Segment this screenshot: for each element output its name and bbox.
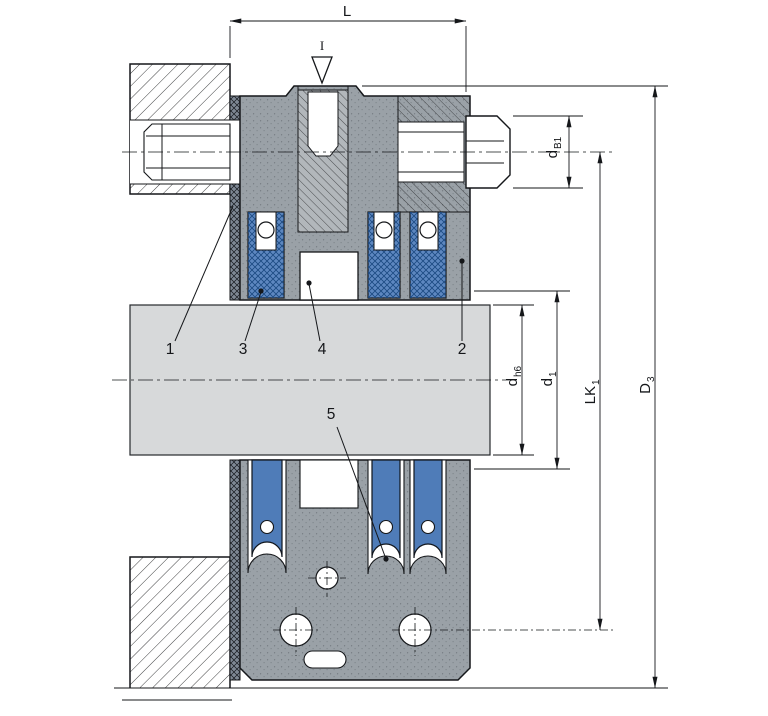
callout-4-leader: [308, 283, 321, 342]
clamp-ring-hatch-bottom: [398, 182, 470, 212]
bottom-slot: [303, 650, 347, 669]
drive-pin-b: [371, 459, 401, 559]
lower-center-notch: [299, 459, 359, 509]
callout-1-label: 1: [166, 341, 175, 358]
svg-text:LK: LK: [582, 386, 599, 404]
callout-3-label: 3: [239, 341, 248, 358]
pressure-indicator: I: [311, 38, 333, 85]
gasket-top-hatch: [229, 95, 241, 121]
wall-hatch-lower: [130, 557, 230, 688]
dim-L-label: L: [343, 3, 351, 20]
gasket-upper-hatch: [229, 183, 241, 301]
callout-3-dot: [258, 288, 264, 294]
pin-hole-b: [378, 519, 394, 535]
callout-2-label: 2: [458, 341, 467, 358]
callout-5-label: 5: [327, 406, 336, 423]
spring-ball-a: [257, 221, 275, 239]
hex-socket: [307, 91, 339, 157]
svg-text:B1: B1: [553, 136, 564, 149]
drive-pin-c: [413, 459, 443, 559]
wall-hatch-upper2: [130, 184, 230, 194]
gasket-lower-hatch: [229, 459, 241, 681]
dim-LK1-label: LK 1: [582, 379, 602, 404]
svg-text:3: 3: [646, 376, 657, 382]
spring-ball-b: [375, 221, 393, 239]
wall-hatch-upper: [130, 64, 230, 120]
dim-dB1-label: d B1: [544, 136, 564, 158]
svg-text:d: d: [539, 378, 556, 386]
pin-hole-a: [259, 519, 275, 535]
svg-text:1: 1: [548, 371, 559, 377]
dim-dh6-label: d h6: [504, 365, 524, 386]
callout-3-leader: [244, 291, 262, 342]
spring-ball-c: [419, 221, 437, 239]
housing-wall: [114, 63, 668, 701]
seal-body-lower: [239, 459, 614, 681]
callout-4-dot: [306, 280, 312, 286]
pin-hole-c: [420, 519, 436, 535]
callout-5-leader: [336, 426, 387, 560]
force-mark-label: I: [320, 38, 324, 53]
callouts: 1 3 4 2 5: [166, 205, 467, 562]
dimensions: L d B1 d h6 d 1 LK 1: [229, 3, 668, 689]
callout-1-leader: [174, 205, 234, 342]
callout-4-label: 4: [318, 341, 327, 358]
down-arrow-icon: [311, 56, 333, 85]
callout-2-dot: [459, 258, 465, 264]
svg-text:h6: h6: [513, 365, 524, 377]
callout-5-dot: [383, 556, 389, 562]
thrust-pad: [299, 251, 359, 301]
svg-text:d: d: [504, 378, 521, 386]
svg-text:D: D: [637, 383, 654, 394]
dim-D3-label: D 3: [637, 376, 657, 394]
dim-d1-label: d 1: [539, 371, 559, 386]
svg-text:1: 1: [591, 379, 602, 385]
centerlines: [112, 151, 614, 381]
drive-pin-a: [251, 459, 283, 558]
svg-text:d: d: [544, 150, 561, 158]
clamp-ring-hatch-top: [398, 96, 470, 122]
seal-cartridges-upper: [247, 211, 447, 299]
